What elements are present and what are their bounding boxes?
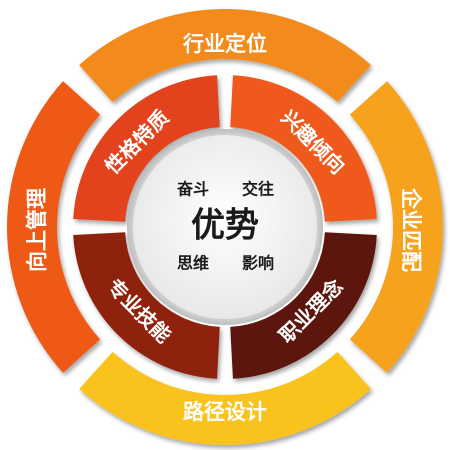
inner-segment-bottom-left — [73, 232, 220, 379]
center-hub — [133, 135, 317, 319]
outer-label-left: 向上管理 — [25, 188, 49, 272]
outer-label-top: 行业定位 — [182, 32, 267, 56]
outer-label-bottom: 路径设计 — [183, 400, 267, 424]
center-word-top-left: 奋斗 — [176, 180, 209, 199]
inner-segment-bottom-right — [230, 232, 377, 379]
outer-segment-top — [79, 8, 371, 103]
outer-segment-bottom — [79, 351, 371, 446]
center-title: 优势 — [191, 206, 259, 246]
outer-segment-right — [349, 81, 444, 373]
center-word-bottom-right: 影响 — [242, 254, 274, 273]
outer-segment-left — [6, 81, 101, 373]
outer-label-right: 企业匹配 — [399, 187, 423, 272]
inner-segment-top-left — [73, 75, 220, 222]
center-word-bottom-left: 思维 — [177, 254, 209, 273]
center-word-top-right: 交往 — [242, 180, 274, 199]
inner-segment-top-right — [230, 75, 377, 222]
